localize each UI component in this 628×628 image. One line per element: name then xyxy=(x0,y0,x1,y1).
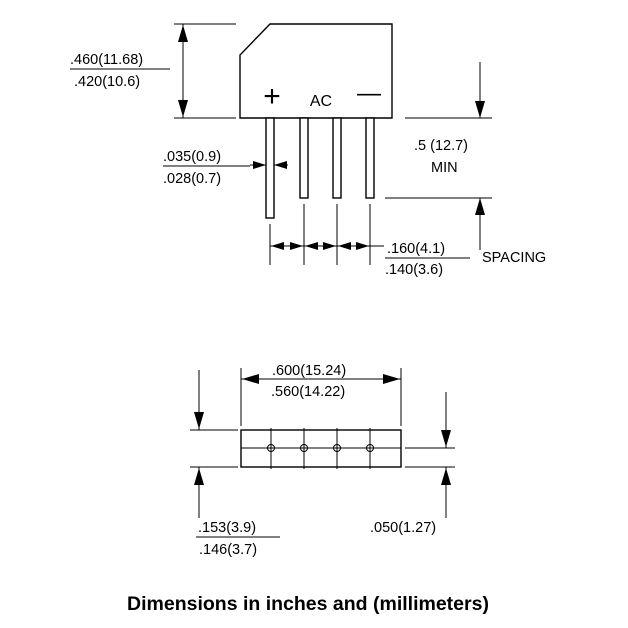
length-min-label: .560(14.22) xyxy=(271,384,345,400)
thickness-arrow-top xyxy=(194,412,204,429)
spacing-max-label: .160(4.1) xyxy=(387,241,445,257)
offset-arrow-top xyxy=(441,430,451,447)
spacing-arrow-3b xyxy=(356,242,369,250)
pin-width-arrow-left xyxy=(253,161,266,169)
top-view: .600(15.24) .560(14.22) .153(3.9) .146(3… xyxy=(190,363,455,558)
spacing-min-label: .140(3.6) xyxy=(385,262,443,278)
offset-arrow-bottom xyxy=(441,468,451,485)
spacing-arrow-2a xyxy=(305,242,318,250)
spacing-arrow-1b xyxy=(290,242,303,250)
pin-minus-label: — xyxy=(357,80,381,107)
length-arrow-right xyxy=(383,374,400,384)
spacing-arrow-1a xyxy=(271,242,284,250)
side-view: + AC — .460(11.68) .420(10.6) .035(0.9) … xyxy=(70,23,546,278)
drawing-caption: Dimensions in inches and (millimeters) xyxy=(127,593,489,615)
lead-minus xyxy=(365,117,375,199)
package-body xyxy=(239,23,393,119)
lead-ac-2 xyxy=(332,117,342,199)
lead-length-arrow-bottom xyxy=(475,198,485,215)
spacing-label: SPACING xyxy=(482,250,546,266)
pin-ac-label: AC xyxy=(310,93,332,110)
pin-plus-label: + xyxy=(263,80,281,113)
spacing-arrow-3a xyxy=(338,242,351,250)
thickness-max-label: .153(3.9) xyxy=(198,520,256,536)
length-arrow-left xyxy=(242,374,259,384)
length-max-label: .600(15.24) xyxy=(272,363,346,379)
lead-ac-1 xyxy=(299,117,309,199)
offset-label: .050(1.27) xyxy=(370,520,436,536)
pin-width-max-label: .035(0.9) xyxy=(163,149,221,165)
height-min-label: .420(10.6) xyxy=(74,74,140,90)
lead-length-arrow-top xyxy=(475,101,485,118)
lead-plus xyxy=(265,117,275,219)
thickness-arrow-bottom xyxy=(194,468,204,485)
thickness-min-label: .146(3.7) xyxy=(199,542,257,558)
pin-width-arrow-right xyxy=(274,161,287,169)
lead-length-note: MIN xyxy=(431,160,458,176)
lead-length-label: .5 (12.7) xyxy=(414,138,468,154)
height-arrow-top xyxy=(178,25,188,42)
height-arrow-bottom xyxy=(178,100,188,117)
pin-width-min-label: .028(0.7) xyxy=(163,171,221,187)
height-max-label: .460(11.68) xyxy=(70,52,143,68)
spacing-arrow-2b xyxy=(323,242,336,250)
